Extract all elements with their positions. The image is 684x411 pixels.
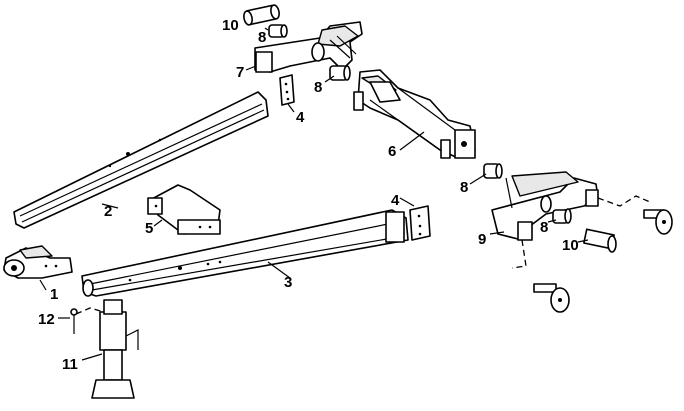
part-10-pin-lower	[583, 228, 617, 253]
label-5: 5	[145, 220, 153, 237]
part-11-jack	[91, 299, 139, 399]
label-1: 1	[50, 286, 58, 303]
part-8-bushing-top	[268, 24, 288, 38]
part-9-axle-bracket	[491, 171, 599, 241]
label-12: 12	[38, 311, 55, 328]
part-8-bushing-right	[483, 163, 503, 179]
part-2-long-rail	[13, 91, 269, 229]
label-3: 3	[284, 274, 292, 291]
label-11: 11	[62, 356, 78, 373]
part-4-plate-right	[409, 205, 431, 241]
part-1-coupler	[3, 245, 73, 279]
label-4-top: 4	[296, 109, 305, 126]
label-10-lower: 10	[562, 237, 579, 254]
label-4-right: 4	[391, 192, 400, 209]
part-4-plate-top	[279, 74, 295, 106]
label-8-lower: 8	[540, 219, 548, 236]
part-3-main-rail	[81, 209, 409, 297]
part-8-bushing-mid	[329, 65, 351, 81]
part-8-bushing-lower	[552, 208, 572, 224]
label-2: 2	[104, 203, 112, 220]
label-9: 9	[478, 231, 486, 248]
label-6: 6	[388, 143, 396, 160]
spindle-right	[597, 195, 673, 235]
label-10-top: 10	[222, 17, 239, 34]
label-7: 7	[236, 64, 244, 81]
spindle-lower	[511, 239, 570, 313]
label-8-right: 8	[460, 179, 468, 196]
part-5-small-bracket	[147, 184, 221, 235]
label-8-top: 8	[258, 29, 266, 46]
label-8-mid: 8	[314, 79, 322, 96]
part-6-box-frame	[353, 69, 476, 159]
part-10-pin-top	[243, 4, 280, 26]
part-7-axle-bracket	[254, 21, 363, 73]
